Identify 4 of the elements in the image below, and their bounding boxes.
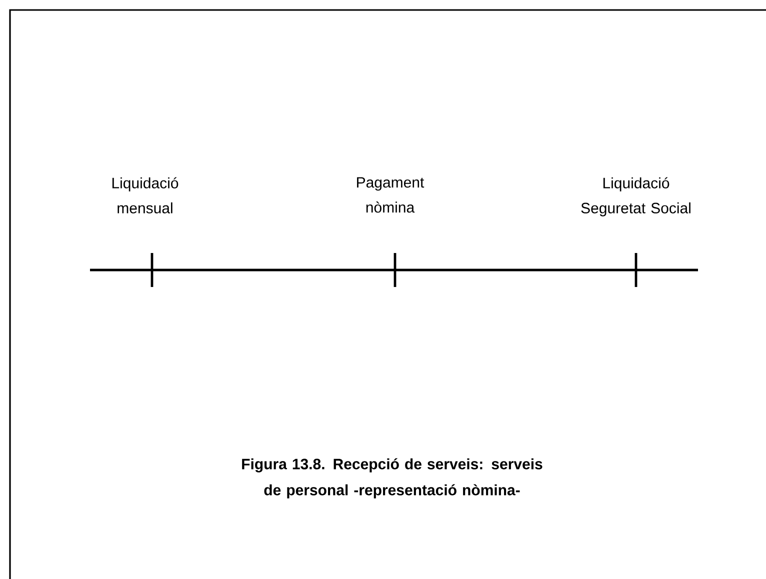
timeline-label: Liquidació Seguretat Social xyxy=(581,177,690,216)
timeline-label: Pagament nòmina xyxy=(357,177,424,213)
figure-caption: Figura 13.8. Recepció de serveis: serveis de personal -representació nòmina- xyxy=(242,458,542,498)
timeline-label: Liquidació mensual xyxy=(112,177,178,214)
